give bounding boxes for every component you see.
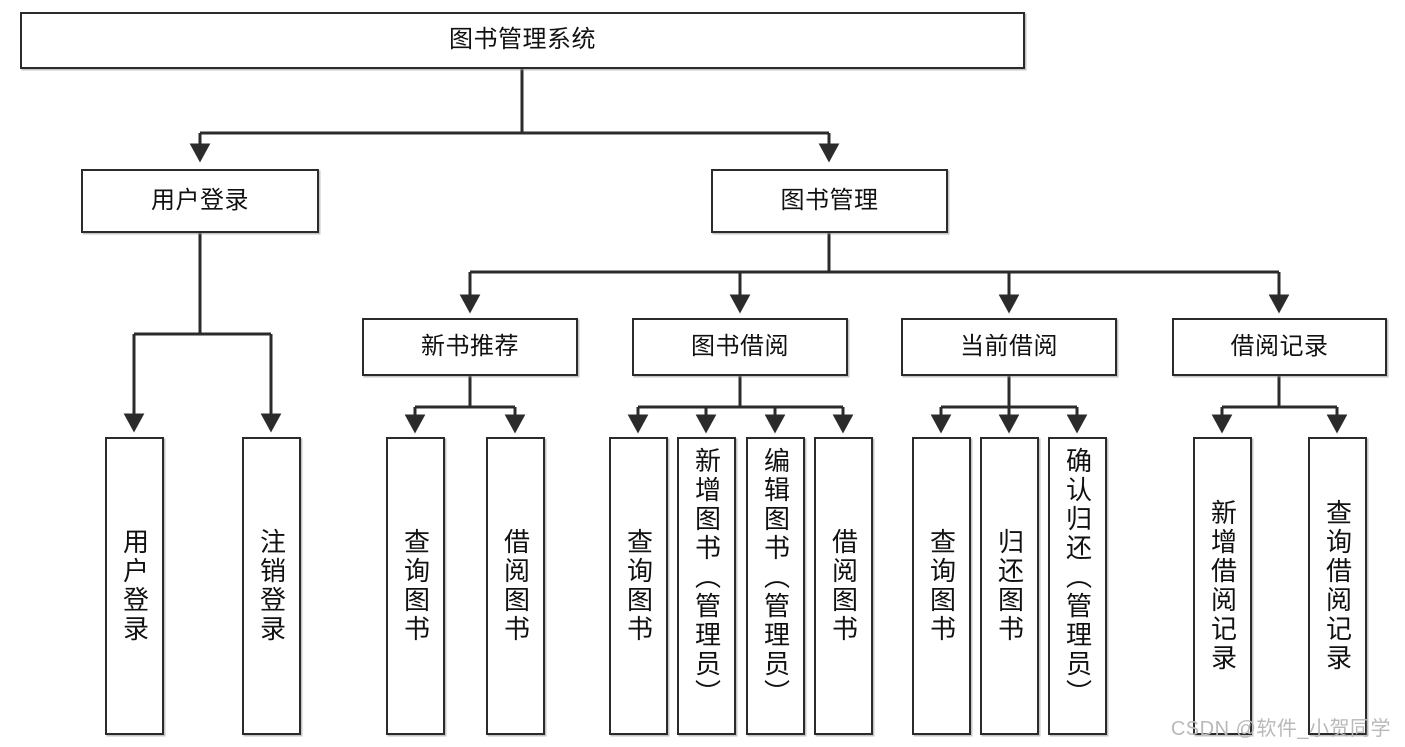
node-label: 注销登录 (256, 528, 287, 644)
node-label: 查询图书 (926, 528, 957, 644)
node-label: 查询图书 (400, 528, 431, 644)
node-label: 归还图书 (994, 528, 1025, 644)
leaf-current-borrow-return-book[interactable]: 归还图书 (980, 437, 1039, 735)
leaf-book-borrow-borrow-book[interactable]: 借阅图书 (814, 437, 873, 735)
node-label: 新增借阅记录 (1207, 499, 1238, 673)
node-book-borrow[interactable]: 图书借阅 (632, 318, 848, 376)
node-label: 新书推荐 (421, 332, 519, 360)
node-label: 图书借阅 (691, 332, 789, 360)
node-label: 编辑图书（管理员） (760, 447, 791, 708)
leaf-book-borrow-edit-book-admin[interactable]: 编辑图书（管理员） (746, 437, 805, 735)
node-label: 查询借阅记录 (1322, 499, 1353, 673)
leaf-user-login-logout[interactable]: 注销登录 (242, 437, 301, 735)
watermark-text: CSDN @软件_小贺同学 (1170, 718, 1391, 740)
node-current-borrow[interactable]: 当前借阅 (901, 318, 1117, 376)
leaf-book-borrow-query-book[interactable]: 查询图书 (609, 437, 668, 735)
leaf-current-borrow-confirm-return-admin[interactable]: 确认归还（管理员） (1048, 437, 1107, 735)
node-book-management[interactable]: 图书管理 (711, 169, 948, 233)
leaf-borrow-record-query-record[interactable]: 查询借阅记录 (1308, 437, 1367, 735)
node-label: 确认归还（管理员） (1062, 447, 1093, 708)
node-label: 借阅图书 (500, 528, 531, 644)
leaf-borrow-record-add-record[interactable]: 新增借阅记录 (1193, 437, 1252, 735)
node-label: 用户登录 (151, 186, 249, 214)
node-root-book-management-system[interactable]: 图书管理系统 (20, 12, 1025, 69)
node-label: 借阅图书 (828, 528, 859, 644)
node-borrow-record[interactable]: 借阅记录 (1172, 318, 1387, 376)
node-label: 当前借阅 (960, 332, 1058, 360)
node-label: 新增图书（管理员） (691, 447, 722, 708)
node-label: 图书管理 (780, 186, 879, 214)
leaf-book-borrow-add-book-admin[interactable]: 新增图书（管理员） (677, 437, 736, 735)
node-label: 借阅记录 (1230, 332, 1329, 360)
node-label: 用户登录 (119, 528, 150, 644)
leaf-new-book-query-book[interactable]: 查询图书 (386, 437, 445, 735)
leaf-current-borrow-query-book[interactable]: 查询图书 (912, 437, 971, 735)
node-new-book-recommend[interactable]: 新书推荐 (362, 318, 578, 376)
leaf-new-book-borrow-book[interactable]: 借阅图书 (486, 437, 545, 735)
node-label: 图书管理系统 (449, 26, 596, 54)
leaf-user-login-login[interactable]: 用户登录 (105, 437, 164, 735)
node-label: 查询图书 (623, 528, 654, 644)
node-user-login[interactable]: 用户登录 (81, 169, 319, 233)
